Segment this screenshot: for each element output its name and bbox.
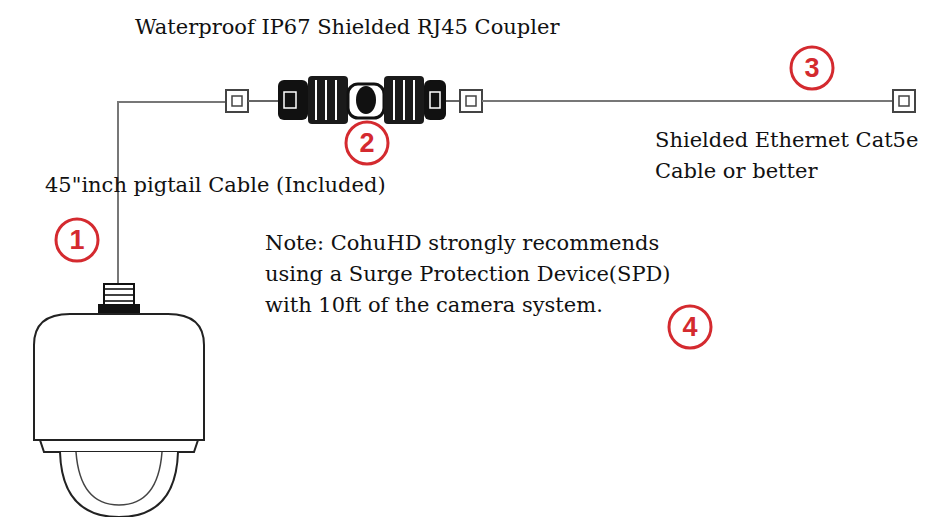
part-name: Waterproof IP67 Shielded RJ45 Coupler xyxy=(135,12,559,43)
callout-number: 3 xyxy=(792,53,832,83)
rj45-plug xyxy=(226,90,278,112)
part-name: 45"inch pigtail Cable (Included) xyxy=(45,170,386,201)
callout-number: 4 xyxy=(670,312,710,342)
rj45-plug xyxy=(893,90,915,112)
ethernet-cable xyxy=(482,100,893,102)
callout-circle xyxy=(56,47,833,348)
dome-camera xyxy=(34,284,204,517)
rj45-coupler xyxy=(278,76,446,124)
rj45-plug xyxy=(446,90,482,112)
callout-number: 2 xyxy=(347,128,387,158)
note: Note: CohuHD strongly recommends using a… xyxy=(265,228,717,321)
part-name: Shielded Ethernet Cat5e Cable or better xyxy=(655,125,927,187)
callout-number: 1 xyxy=(57,225,97,255)
